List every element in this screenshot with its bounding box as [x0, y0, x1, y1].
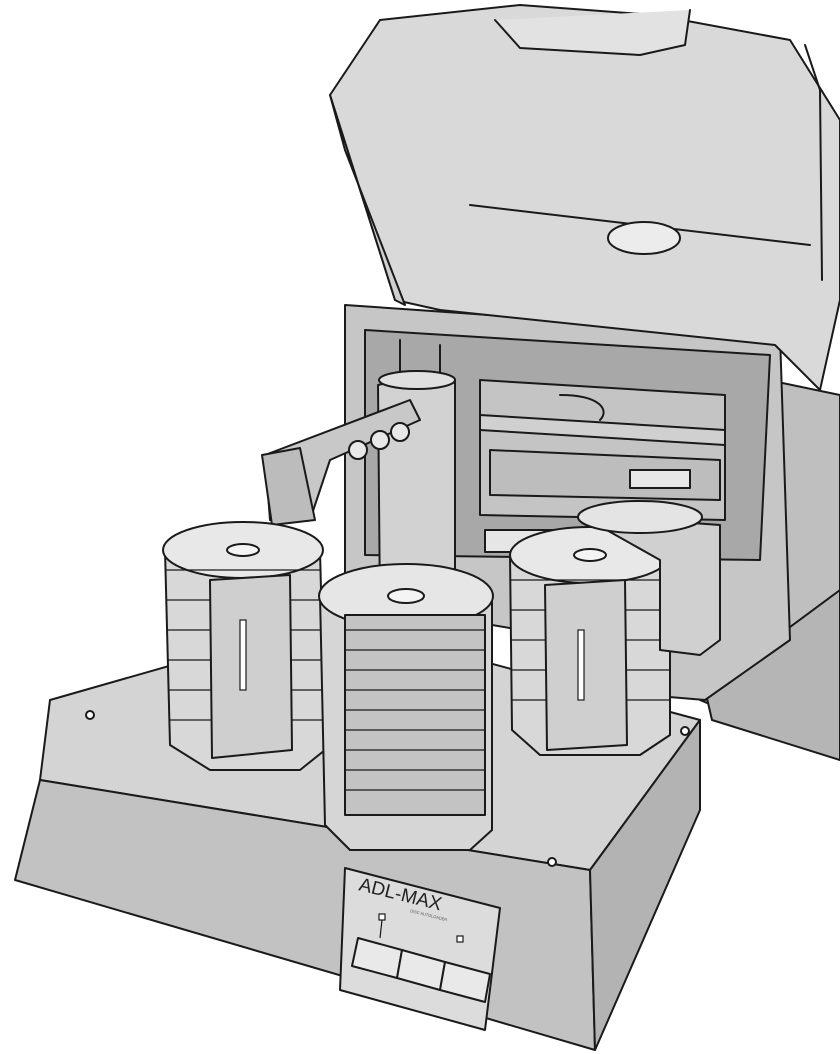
- disc-bin-left: [162, 521, 326, 771]
- panel-buttons: [351, 937, 491, 1003]
- printer-lid: [329, 4, 840, 391]
- panel-button-right[interactable]: [439, 961, 491, 1003]
- picker-arm-assembly: [261, 370, 456, 611]
- status-led-left: [378, 913, 386, 921]
- disc-bin-center: [318, 563, 494, 851]
- status-led-right: [456, 935, 464, 943]
- disc-bin-back-right: [577, 500, 721, 656]
- disc-bin-right: [509, 526, 671, 756]
- lid-oval-recess: [607, 221, 681, 255]
